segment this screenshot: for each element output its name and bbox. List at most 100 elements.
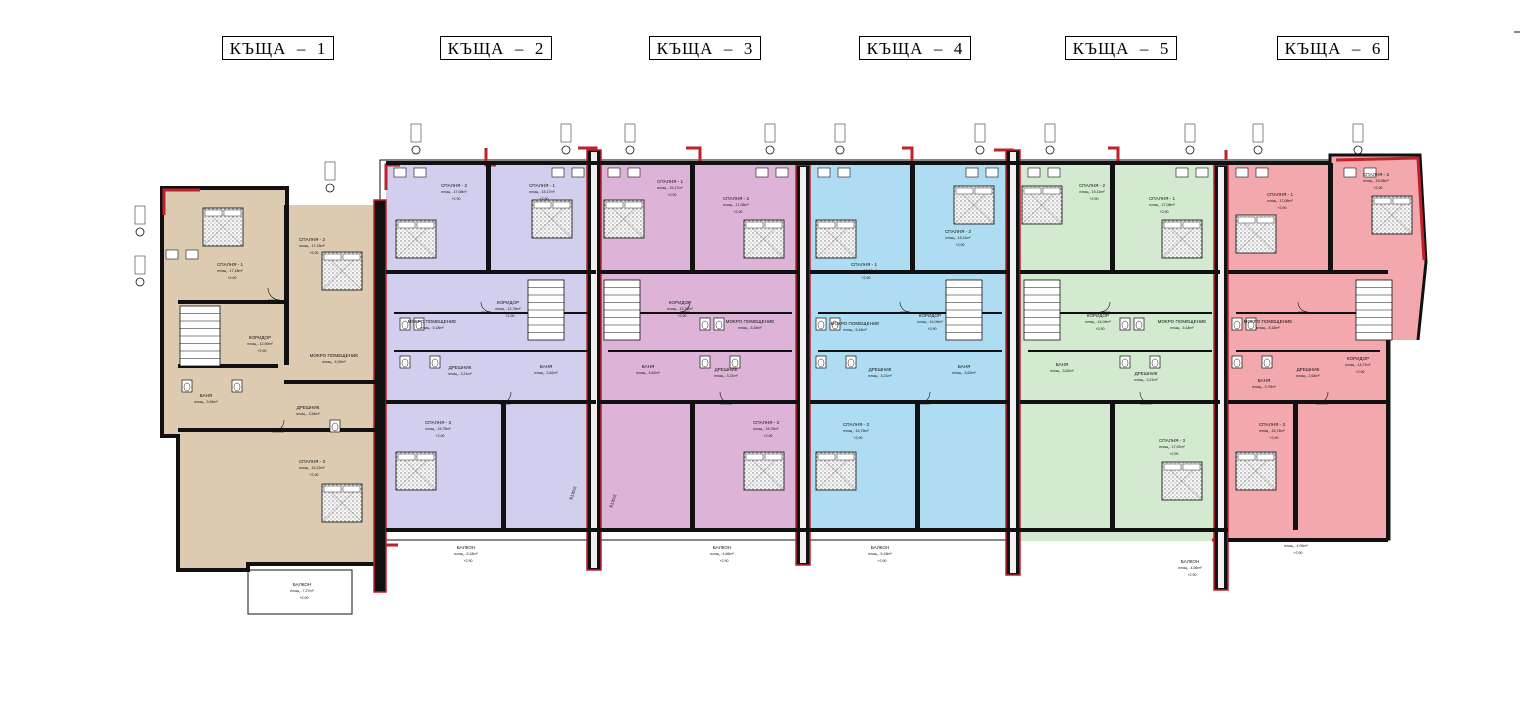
h2-wet-name: МОКРО ПОМЕЩЕНИЕ xyxy=(408,319,457,324)
window-marker xyxy=(411,145,421,155)
pillow xyxy=(397,221,416,229)
wall xyxy=(1020,270,1220,274)
h6-bed3-area: площ - 15,74m² xyxy=(1259,429,1285,433)
h2-balc-level: +2,90 xyxy=(463,559,472,563)
h1-wet-area: площ - 4,02m² xyxy=(322,360,346,364)
h4-bed3-area: площ - 15,75m² xyxy=(843,429,869,433)
sanitary-fixture xyxy=(181,379,193,393)
wall xyxy=(284,205,289,365)
h2-corr-level: +2,90 xyxy=(505,314,514,318)
pillow xyxy=(342,253,361,261)
h5-dress-name: ДРЕШНИК xyxy=(1135,371,1158,376)
door-swing xyxy=(267,287,281,301)
h1-wet-name: МОКРО ПОМЕЩЕНИЕ xyxy=(310,353,359,358)
pillow xyxy=(416,221,435,229)
h2-bed3-name: СПАЛНЯ - 3 xyxy=(425,420,452,425)
furniture xyxy=(755,167,769,178)
sanitary-fixture xyxy=(399,355,411,369)
wall xyxy=(178,428,378,432)
party-walls xyxy=(373,149,1229,593)
h3-bath-name: БАНЯ xyxy=(642,364,655,369)
h2-dress-area: площ - 3,21m² xyxy=(448,372,472,376)
fixture-bowl xyxy=(401,320,409,330)
window-dim-box xyxy=(624,123,636,143)
wall xyxy=(178,300,284,304)
h4-bed1-name: СПАЛНЯ - 1 xyxy=(851,262,878,267)
window-dim-box xyxy=(560,123,572,143)
wall xyxy=(690,163,695,273)
sanitary-fixture xyxy=(1261,355,1273,369)
pillow xyxy=(323,253,342,261)
h2-bath-name: БАНЯ xyxy=(540,364,553,369)
h1-balc-level: +2,90 xyxy=(299,596,308,600)
sanitary-fixture xyxy=(1231,317,1243,331)
h1-dress-name: ДРЕШНИК xyxy=(297,405,320,410)
h3-corr-name: КОРИДОР xyxy=(669,300,691,305)
h3-wet-area: площ - 5,18m² xyxy=(738,326,762,330)
h3-corr-area: площ - 12,76m² xyxy=(667,307,693,311)
wall xyxy=(810,270,1010,274)
h2-bed3-level: +2,90 xyxy=(435,434,444,438)
axis-note-a: В130/Л xyxy=(568,486,577,501)
h5-bed3-name: СПАЛНЯ - 3 xyxy=(1159,438,1186,443)
h3-bed1-area: площ - 15,17m² xyxy=(657,186,683,190)
h4-bath-area: площ - 3,62m² xyxy=(952,371,976,375)
pillow xyxy=(624,201,643,209)
wall xyxy=(501,404,506,530)
wall xyxy=(1228,270,1388,274)
sanitary-fixture xyxy=(729,355,741,369)
h5-balc-name: БАЛКОН xyxy=(1181,559,1200,564)
h4-bed3-level: +2,90 xyxy=(853,436,862,440)
window-dim-box xyxy=(134,205,146,225)
h5-corr-name: КОРИДОР xyxy=(1087,313,1109,318)
pillow xyxy=(1237,453,1256,461)
door-swing xyxy=(899,301,911,313)
door-swing xyxy=(1139,391,1153,405)
h4-corr-area: площ - 14,09m² xyxy=(917,320,943,324)
h4-bed1-level: +2,90 xyxy=(861,276,870,280)
sanitary-fixture xyxy=(713,317,725,331)
sanitary-fixture xyxy=(1119,355,1131,369)
sanitary-fixture xyxy=(699,317,711,331)
furniture xyxy=(1027,167,1041,178)
house-3-label: КЪЩА – 3 xyxy=(649,36,761,60)
h6-balc-level: +2,90 xyxy=(1293,551,1302,555)
h4-dress-name: ДРЕШНИК xyxy=(869,367,892,372)
wall xyxy=(818,350,1002,352)
sanitary-fixture xyxy=(399,317,411,331)
h3-bed1-level: +2,90 xyxy=(667,193,676,197)
wall xyxy=(178,364,278,368)
h4-corr-level: +2,90 xyxy=(927,327,936,331)
furniture xyxy=(571,167,585,178)
h6-dress-area: площ - 2,64m² xyxy=(1296,374,1320,378)
fixture-bowl xyxy=(1263,358,1271,368)
wall xyxy=(1228,400,1388,404)
pillow xyxy=(745,453,764,461)
window-dim-box xyxy=(1252,123,1264,143)
h1-balc-name: БАЛКОН xyxy=(293,582,312,587)
interior-walls xyxy=(134,123,1413,530)
furniture xyxy=(1255,167,1269,178)
h5-bed1-area: площ - 17,08m² xyxy=(1149,203,1175,207)
fixture-bowl xyxy=(1233,358,1241,368)
window-marker xyxy=(561,145,571,155)
h1-bed3-level: +2,90 xyxy=(309,473,318,477)
window-marker xyxy=(765,145,775,155)
h2-bed1-level: +2,90 xyxy=(539,197,548,201)
h2-balc-name: БАЛКОН xyxy=(457,545,476,550)
wall xyxy=(608,312,792,314)
h1-corr-level: +2,90 xyxy=(257,349,266,353)
pillow xyxy=(1256,453,1275,461)
pillow xyxy=(764,221,783,229)
h5-bed1-level: +2,90 xyxy=(1159,210,1168,214)
sanitary-fixture xyxy=(1245,317,1257,331)
door-swing xyxy=(1099,301,1111,313)
h2-bed2-level: +2,90 xyxy=(451,197,460,201)
house-1-balcony xyxy=(247,569,353,615)
h6-wet-name: МОКРО ПОМЕЩЕНИЕ xyxy=(1244,319,1293,324)
fixture-bowl xyxy=(701,358,709,368)
wall xyxy=(600,400,800,404)
h3-corr-level: +2,90 xyxy=(677,314,686,318)
pillow xyxy=(974,187,993,195)
furniture xyxy=(413,167,427,178)
